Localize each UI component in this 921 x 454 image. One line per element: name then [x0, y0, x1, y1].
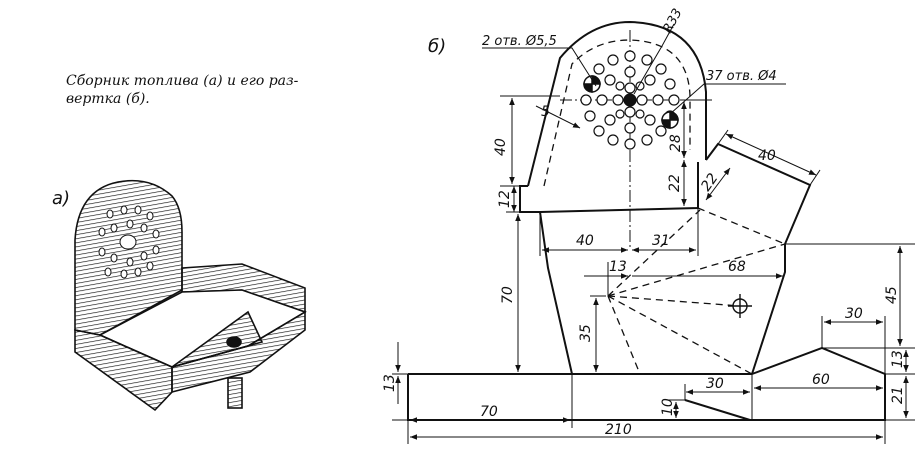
back-plate-holes [98, 205, 160, 279]
pattern-outline [407, 20, 886, 421]
dim-13-left: 13 [382, 374, 398, 392]
dim-13-right: 13 [890, 350, 906, 368]
outlet-pipe [227, 377, 243, 409]
dim-13-mid: 13 [609, 259, 627, 275]
dim-40-mid: 40 [576, 233, 594, 249]
dim-30-bottom: 30 [706, 376, 724, 392]
dim-45: 45 [884, 286, 900, 304]
caption-line-2: вертка (б). [66, 91, 150, 107]
callout-holes-small: 37 отв. Ø4 [706, 69, 777, 84]
view-b-label: б) [428, 36, 446, 57]
mounting-holes [583, 75, 679, 129]
callout-radius: R33 [660, 6, 685, 36]
dim-21: 21 [890, 386, 906, 404]
dim-10: 10 [660, 398, 676, 416]
dim-30-right: 30 [845, 306, 863, 322]
dim-12: 12 [497, 190, 513, 208]
dim-40-left: 40 [493, 138, 509, 156]
dim-22-slant: 22 [698, 170, 721, 194]
caption-line-1: Сборник топлива (а) и его раз- [66, 73, 299, 89]
perforation-holes [580, 50, 680, 150]
outlet-hole [226, 336, 242, 348]
dim-5: 5 [541, 104, 550, 120]
fold-lines [539, 39, 786, 375]
figure-caption: Сборник топлива (а) и его раз- вертка (б… [66, 72, 311, 108]
dim-210: 210 [605, 422, 632, 438]
dim-40-top: 40 [758, 148, 776, 164]
view-a-label: а) [52, 188, 70, 209]
dim-70-horiz: 70 [480, 404, 498, 420]
tray-front-wall-right [171, 310, 306, 394]
dim-68: 68 [728, 259, 746, 275]
dim-70-vert: 70 [500, 286, 516, 304]
dim-35: 35 [578, 324, 594, 342]
callout-holes-large: 2 отв. Ø5,5 [482, 34, 557, 49]
dim-31: 31 [652, 233, 670, 249]
centre-lines [560, 30, 712, 250]
dimension-lines [392, 23, 915, 444]
view-a-isometric-sketch: а) [52, 179, 307, 412]
view-b-flat-pattern: б) [382, 6, 915, 444]
dim-22-vert: 22 [667, 174, 683, 192]
dim-60: 60 [812, 372, 830, 388]
drain-hole [728, 294, 752, 318]
dim-28: 28 [668, 134, 684, 152]
